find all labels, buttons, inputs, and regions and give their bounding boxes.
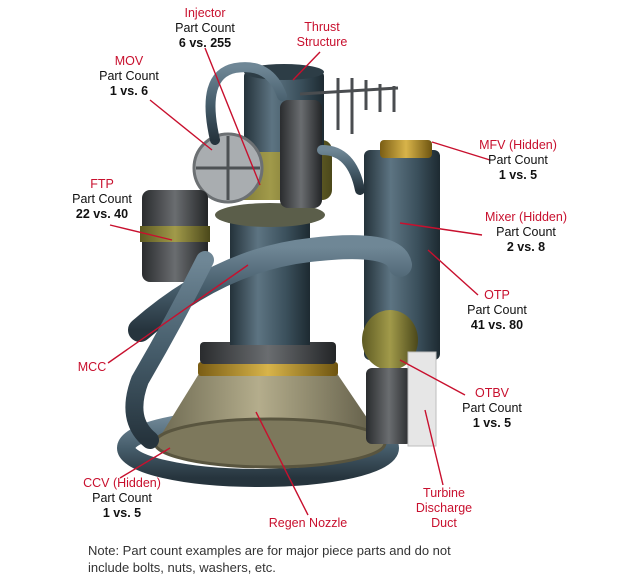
- mixer-part-count-label: Part Count: [496, 225, 556, 239]
- ccv-name: CCV (Hidden): [83, 476, 161, 490]
- turbine-duct-line2: Discharge: [415, 501, 473, 515]
- footnote: Note: Part count examples are for major …: [88, 542, 568, 576]
- label-ftp: FTP Part Count 22 vs. 40: [64, 177, 140, 222]
- label-mixer: Mixer (Hidden) Part Count 2 vs. 8: [472, 210, 580, 255]
- ftp-count: 22 vs. 40: [75, 207, 129, 221]
- mcc-flange: [215, 203, 325, 227]
- leader-otp: [427, 249, 479, 296]
- footnote-line2: include bolts, nuts, washers, etc.: [88, 560, 276, 575]
- thrust-structure-line1: Thrust: [304, 20, 340, 34]
- otbv-part-count-label: Part Count: [462, 401, 522, 415]
- otp-part-count-label: Part Count: [467, 303, 527, 317]
- label-regen-nozzle: Regen Nozzle: [258, 516, 358, 531]
- accumulator-canister: [280, 100, 322, 208]
- ftp-part-count-label: Part Count: [72, 192, 132, 206]
- mixer-count: 2 vs. 8: [506, 240, 546, 254]
- otp-name: OTP: [484, 288, 510, 302]
- leader-mfv: [431, 141, 491, 161]
- regen-nozzle-name: Regen Nozzle: [268, 516, 348, 530]
- ccv-part-count-label: Part Count: [92, 491, 152, 505]
- mov-count: 1 vs. 6: [109, 84, 149, 98]
- mixer-name: Mixer (Hidden): [485, 210, 567, 224]
- turbine-duct-line1: Turbine: [423, 486, 465, 500]
- turbine-discharge-duct: [407, 351, 437, 447]
- label-mcc: MCC: [72, 360, 112, 375]
- ftp-name: FTP: [90, 177, 114, 191]
- label-mfv: MFV (Hidden) Part Count 1 vs. 5: [468, 138, 568, 183]
- otbv-body: [366, 368, 412, 444]
- turbine-duct-line3: Duct: [431, 516, 457, 530]
- mov-name: MOV: [114, 54, 144, 68]
- leader-ccv: [119, 447, 171, 479]
- leader-mixer: [399, 222, 483, 236]
- leader-injector: [204, 47, 261, 186]
- label-otp: OTP Part Count 41 vs. 80: [455, 288, 539, 333]
- mcc-name: MCC: [77, 360, 107, 374]
- top-pipe: [205, 62, 287, 145]
- label-turbine-discharge-duct: Turbine Discharge Duct: [402, 486, 486, 531]
- leader-ftp: [109, 224, 173, 241]
- mfv-brass-ring: [380, 140, 432, 158]
- mov-part-count-label: Part Count: [99, 69, 159, 83]
- nozzle-manifold-band: [200, 342, 336, 364]
- mfv-name: MFV (Hidden): [479, 138, 557, 152]
- thrust-structure-line2: Structure: [296, 35, 348, 49]
- footnote-line1: Note: Part count examples are for major …: [88, 543, 451, 558]
- label-otbv: OTBV Part Count 1 vs. 5: [452, 386, 532, 431]
- label-thrust-structure: Thrust Structure: [284, 20, 360, 50]
- ccv-count: 1 vs. 5: [102, 506, 142, 520]
- mfv-part-count-label: Part Count: [488, 153, 548, 167]
- label-injector: Injector Part Count 6 vs. 255: [168, 6, 242, 51]
- nozzle-exit-rim: [153, 417, 387, 469]
- injector-count: 6 vs. 255: [178, 36, 232, 50]
- leader-regen: [255, 411, 309, 516]
- mcc-chamber: [230, 215, 310, 345]
- injector-name: Injector: [184, 6, 226, 20]
- otbv-name: OTBV: [474, 386, 510, 400]
- top-pipe-2: [317, 145, 365, 195]
- otbv-olive-globe: [362, 310, 418, 370]
- instrument-lines: [299, 78, 399, 134]
- label-ccv: CCV (Hidden) Part Count 1 vs. 5: [74, 476, 170, 521]
- leader-otbv: [399, 359, 466, 396]
- leader-duct: [424, 409, 444, 486]
- label-mov: MOV Part Count 1 vs. 6: [92, 54, 166, 99]
- side-pipe-left: [125, 251, 214, 449]
- ftp-olive-band: [140, 226, 210, 242]
- leader-mcc: [107, 264, 249, 364]
- leader-thrust: [292, 51, 321, 81]
- mfv-count: 1 vs. 5: [498, 168, 538, 182]
- leader-mov: [149, 99, 213, 151]
- nozzle-brass-band: [198, 362, 338, 376]
- otbv-count: 1 vs. 5: [472, 416, 512, 430]
- otp-count: 41 vs. 80: [470, 318, 524, 332]
- injector-part-count-label: Part Count: [175, 21, 235, 35]
